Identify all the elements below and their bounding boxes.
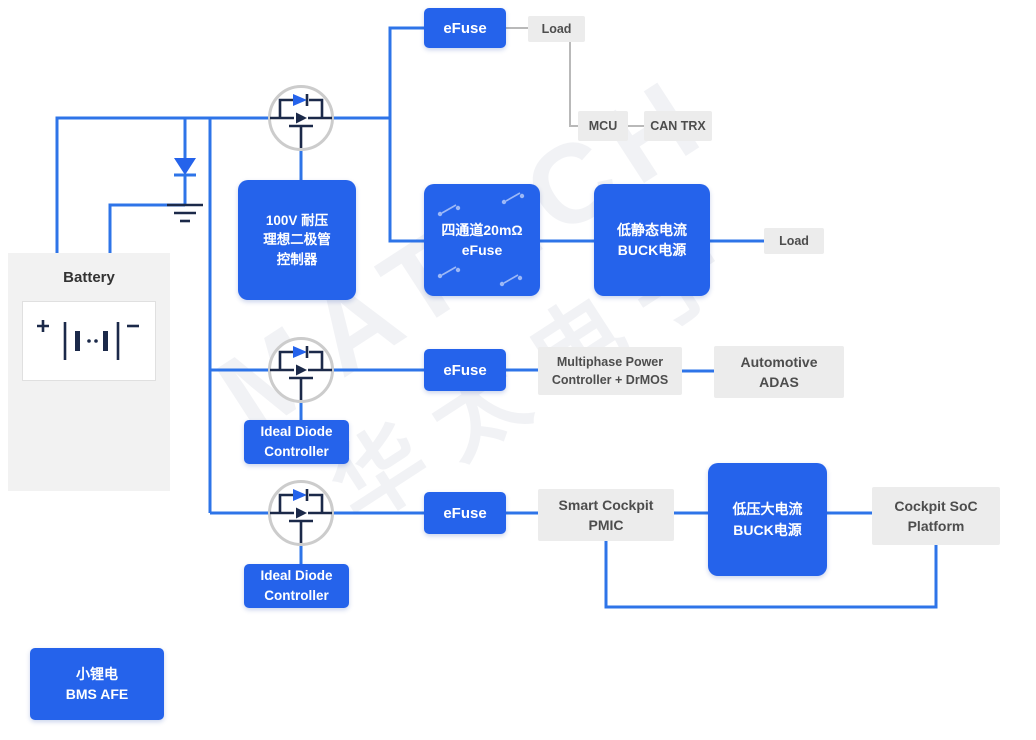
pmic-line1: Smart Cockpit <box>558 496 654 513</box>
controller-100v-line2: 理想二极管 <box>263 232 331 248</box>
efuse-bot-label: eFuse <box>443 504 487 522</box>
mosfet-ideal-diode-icon <box>267 479 335 547</box>
controller-100v-line1: 100V 耐压 <box>265 212 329 228</box>
efuse-top-box: eFuse <box>424 8 506 48</box>
bms-afe-line2: BMS AFE <box>65 686 129 702</box>
mcu-box: MCU <box>578 111 628 141</box>
adas-line2: ADAS <box>759 374 799 390</box>
buck-hc-line1: 低压大电流 <box>732 501 803 518</box>
adas-line1: Automotive <box>740 353 818 370</box>
diode-to-ground-icon <box>160 112 210 242</box>
bms-afe-box: 小锂电 BMS AFE <box>30 648 164 720</box>
quad-efuse-box: 四通道20mΩ eFuse <box>424 184 540 296</box>
efuse-switch-icons <box>437 192 525 287</box>
bms-afe-line1: 小锂电 <box>76 665 118 682</box>
efuse-top-label: eFuse <box>443 19 487 37</box>
mosfet-ideal-diode-icon <box>267 84 335 152</box>
buck-high-current-box: 低压大电流 BUCK电源 <box>708 463 827 576</box>
can-trx-box: CAN TRX <box>644 111 712 141</box>
battery-panel: Battery 小锂电 BMS AFE <box>8 253 170 720</box>
idc-bot-line2: Controller <box>264 588 329 603</box>
efuse-bot-box: eFuse <box>424 492 506 534</box>
multiphase-box: Multiphase Power Controller + DrMOS <box>538 347 682 395</box>
load-mid-box: Load <box>764 228 824 254</box>
load-top-label: Load <box>541 22 572 36</box>
load-top-box: Load <box>528 16 585 42</box>
ideal-diode-controller-mid-box: Ideal Diode Controller <box>244 420 349 464</box>
buck-low-iq-line1: 低静态电流 <box>617 221 687 238</box>
mosfet-ideal-diode-icon <box>267 336 335 404</box>
controller-100v-box: 100V 耐压 理想二极管 控制器 <box>238 180 356 300</box>
adas-box: Automotive ADAS <box>714 346 844 398</box>
mcu-label: MCU <box>588 119 618 133</box>
cockpit-soc-line2: Platform <box>907 518 965 534</box>
idc-mid-line1: Ideal Diode <box>260 424 333 440</box>
buck-low-iq-box: 低静态电流 BUCK电源 <box>594 184 710 296</box>
cockpit-soc-box: Cockpit SoC Platform <box>872 487 1000 545</box>
buck-low-iq-line2: BUCK电源 <box>617 242 687 258</box>
controller-100v-line3: 控制器 <box>276 251 318 267</box>
ideal-diode-controller-bot-box: Ideal Diode Controller <box>244 564 349 608</box>
wires-gray <box>506 27 644 127</box>
quad-efuse-line1: 四通道20mΩ <box>441 221 523 238</box>
idc-bot-line1: Ideal Diode <box>260 568 333 584</box>
quad-efuse-line2: eFuse <box>461 242 503 258</box>
battery-title: Battery <box>63 269 115 286</box>
multiphase-line2: Controller + DrMOS <box>551 373 669 387</box>
multiphase-line1: Multiphase Power <box>556 354 664 369</box>
cockpit-soc-line1: Cockpit SoC <box>894 497 978 514</box>
efuse-mid-box: eFuse <box>424 349 506 391</box>
pmic-line2: PMIC <box>588 517 624 533</box>
can-trx-label: CAN TRX <box>650 119 706 133</box>
buck-hc-line2: BUCK电源 <box>733 521 802 538</box>
battery-symbol-icon <box>22 301 156 381</box>
pmic-box: Smart Cockpit PMIC <box>538 489 674 541</box>
efuse-mid-label: eFuse <box>443 361 487 379</box>
load-mid-label: Load <box>779 234 809 248</box>
idc-mid-line2: Controller <box>264 444 329 459</box>
